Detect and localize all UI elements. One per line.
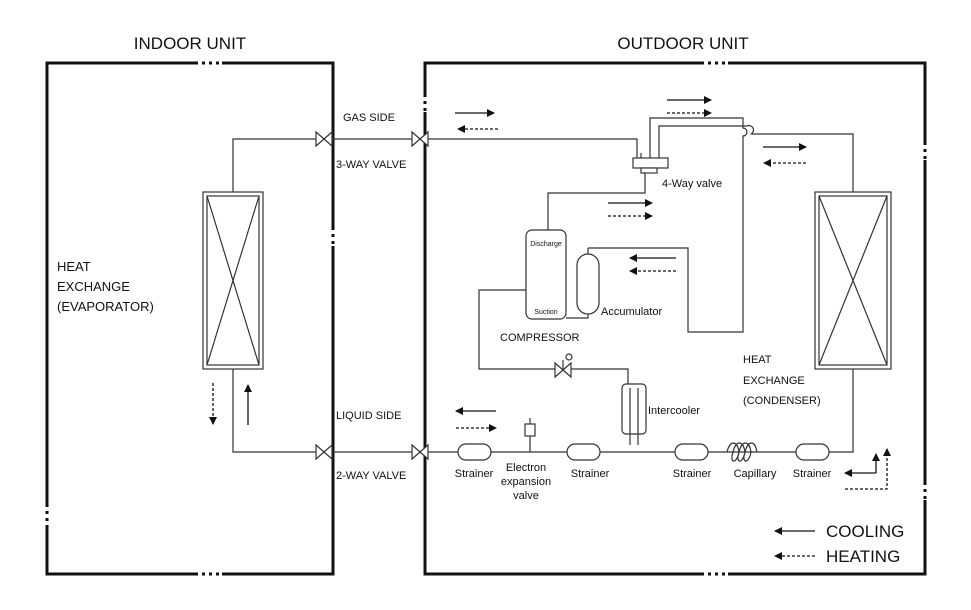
- condenser-label-3: (CONDENSER): [743, 395, 821, 407]
- 2-way-valve-outdoor: [411, 443, 429, 461]
- strainer-4-label: Strainer: [793, 468, 832, 480]
- evaporator-label-2: EXCHANGE: [57, 279, 130, 294]
- intercooler: [621, 383, 647, 445]
- outdoor-unit-title: OUTDOOR UNIT: [617, 34, 748, 53]
- legend-heating-label: HEATING: [826, 547, 900, 566]
- eev-label-3: valve: [513, 490, 539, 502]
- gas-side-label: GAS SIDE: [343, 112, 395, 124]
- compressor-label: COMPRESSOR: [500, 332, 580, 344]
- strainer-4: [795, 443, 830, 461]
- condenser-heat-exchanger: [814, 191, 892, 370]
- compressor: [525, 229, 567, 320]
- strainer-1: [457, 443, 492, 461]
- legend: COOLING HEATING: [774, 522, 904, 566]
- accumulator: [576, 253, 600, 315]
- evaporator-label-1: HEAT: [57, 259, 91, 274]
- eev-label-1: Electron: [506, 462, 546, 474]
- condenser-label-1: HEAT: [743, 354, 772, 366]
- 4-way-valve: [632, 153, 669, 174]
- evaporator-heat-exchanger: [202, 191, 264, 370]
- accumulator-label: Accumulator: [601, 306, 662, 318]
- heating-arrow-outlet: [845, 448, 891, 490]
- evaporator-label-3: (EVAPORATOR): [57, 299, 154, 314]
- suction-label: Suction: [534, 309, 557, 316]
- indoor-unit-box: [45, 61, 335, 576]
- 2-way-valve-indoor: [315, 443, 333, 461]
- 3-way-valve-indoor: [315, 130, 333, 148]
- liquid-side-label: LIQUID SIDE: [336, 410, 401, 422]
- 4-way-valve-label: 4-Way valve: [662, 178, 722, 190]
- capillary-label: Capillary: [734, 468, 777, 480]
- strainer-1-label: Strainer: [455, 468, 494, 480]
- electron-expansion-valve: [524, 418, 536, 452]
- strainer-2: [566, 443, 601, 461]
- strainer-3: [674, 443, 709, 461]
- 3-way-valve-label: 3-WAY VALVE: [336, 159, 406, 171]
- legend-cooling-label: COOLING: [826, 522, 904, 541]
- strainer-2-label: Strainer: [571, 468, 610, 480]
- discharge-label: Discharge: [530, 241, 562, 248]
- eev-label-2: expansion: [501, 476, 551, 488]
- strainer-3-label: Strainer: [673, 468, 712, 480]
- condenser-label-2: EXCHANGE: [743, 375, 805, 387]
- 3-way-valve-outdoor: [411, 130, 429, 148]
- indoor-unit-title: INDOOR UNIT: [134, 34, 246, 53]
- outdoor-unit-box: [423, 61, 927, 576]
- intercooler-label: Intercooler: [648, 405, 700, 417]
- 2-way-valve-label: 2-WAY VALVE: [336, 470, 406, 482]
- capillary-coil: [726, 442, 758, 462]
